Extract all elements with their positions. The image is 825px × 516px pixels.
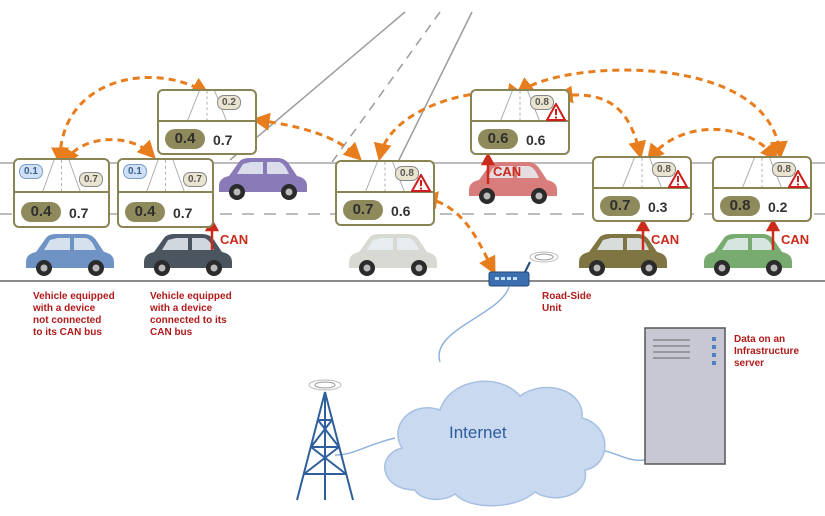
server-icon xyxy=(644,327,726,465)
card-value-primary: 0.6 xyxy=(478,129,518,149)
card-value-secondary: 0.7 xyxy=(173,205,193,221)
card-road-view xyxy=(159,91,255,122)
label-road-side-unit: Road-Side Unit xyxy=(542,291,592,314)
card-value-primary: 0.8 xyxy=(720,196,760,216)
card-value-primary: 0.7 xyxy=(600,196,640,216)
label-internet: Internet xyxy=(449,423,507,442)
label-vehicle-no-can: Vehicle equipped with a device not conne… xyxy=(33,291,115,338)
info-card-3: 0.2 0.4 0.7 xyxy=(157,89,257,155)
card-cloud-value: 0.8 xyxy=(530,95,554,110)
car-icon-green xyxy=(704,234,792,276)
card-value-primary: 0.7 xyxy=(343,200,383,220)
warning-icon xyxy=(411,174,431,192)
card-cloud-value: 0.8 xyxy=(652,162,676,177)
label-infrastructure-server: Data on an Infrastructure server xyxy=(734,334,800,369)
card-cloud-value: 0.1 xyxy=(19,164,43,179)
car-icon-purple xyxy=(219,158,307,200)
card-value-primary: 0.4 xyxy=(21,202,61,222)
road-perspective xyxy=(229,11,473,169)
label-vehicle-with-can: Vehicle equipped with a device connected… xyxy=(150,291,232,338)
card-value-secondary: 0.6 xyxy=(391,203,411,219)
router-icon xyxy=(488,251,559,287)
card-value-primary: 0.4 xyxy=(125,202,165,222)
info-card-2: 0.1 0.7 0.4 0.7 xyxy=(117,158,214,228)
card-cloud-value: 0.8 xyxy=(772,162,796,177)
card-road-view xyxy=(119,160,212,193)
card-side-value: 0.7 xyxy=(183,172,207,187)
antenna-tower-icon xyxy=(296,379,354,501)
v2v-arrows xyxy=(51,68,788,275)
card-cloud-value: 0.2 xyxy=(217,95,241,110)
card-road-view xyxy=(15,160,108,193)
info-card-7: 0.8 0.8 0.2 xyxy=(712,156,812,222)
info-card-1: 0.1 0.7 0.4 0.7 xyxy=(13,158,110,228)
can-label: CAN xyxy=(220,232,249,247)
card-side-value: 0.7 xyxy=(79,172,103,187)
warning-icon xyxy=(546,103,566,121)
car-icon-blue xyxy=(26,234,114,276)
card-cloud-value: 0.1 xyxy=(123,164,147,179)
card-value-secondary: 0.7 xyxy=(213,132,233,148)
warning-icon xyxy=(788,170,808,188)
car-icon-grey xyxy=(349,234,437,276)
can-label: CAN xyxy=(651,232,680,247)
can-label: CAN xyxy=(781,232,810,247)
car-icon-dark xyxy=(144,234,232,276)
cloud-icon xyxy=(384,380,606,507)
card-value-primary: 0.4 xyxy=(165,129,205,149)
warning-icon xyxy=(668,170,688,188)
card-value-secondary: 0.2 xyxy=(768,199,788,215)
card-value-secondary: 0.3 xyxy=(648,199,668,215)
can-label: CAN xyxy=(493,164,522,179)
info-card-4: 0.8 0.7 0.6 xyxy=(335,160,435,226)
info-card-6: 0.8 0.7 0.3 xyxy=(592,156,692,222)
card-cloud-value: 0.8 xyxy=(395,166,419,181)
card-value-secondary: 0.7 xyxy=(69,205,89,221)
info-card-5: 0.8 0.6 0.6 xyxy=(470,89,570,155)
card-value-secondary: 0.6 xyxy=(526,132,546,148)
